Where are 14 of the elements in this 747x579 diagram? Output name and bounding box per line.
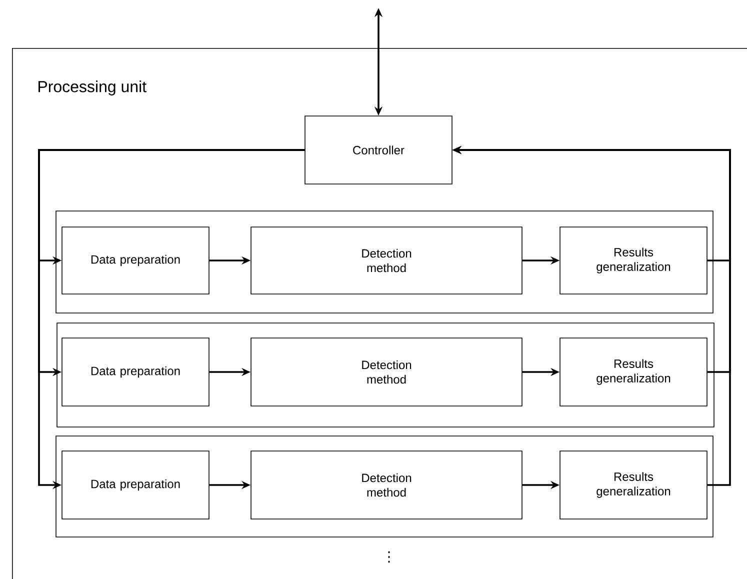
process-box: Detection method [250,338,522,406]
process-box: Results generalization [560,226,708,294]
process-box: Data preparation [62,226,210,294]
process-box: Data preparation [62,338,210,406]
process-box: Results generalization [560,450,708,520]
process-box: Data preparation [62,450,210,520]
process-box: Detection method [250,450,522,520]
process-box: Detection method [250,226,522,294]
ellipsis: ⋮ [388,551,390,563]
group-box [56,210,714,314]
group-box [56,436,714,538]
process-box: Results generalization [560,338,708,406]
group-box [56,322,714,428]
process-box: Controller [304,116,452,184]
